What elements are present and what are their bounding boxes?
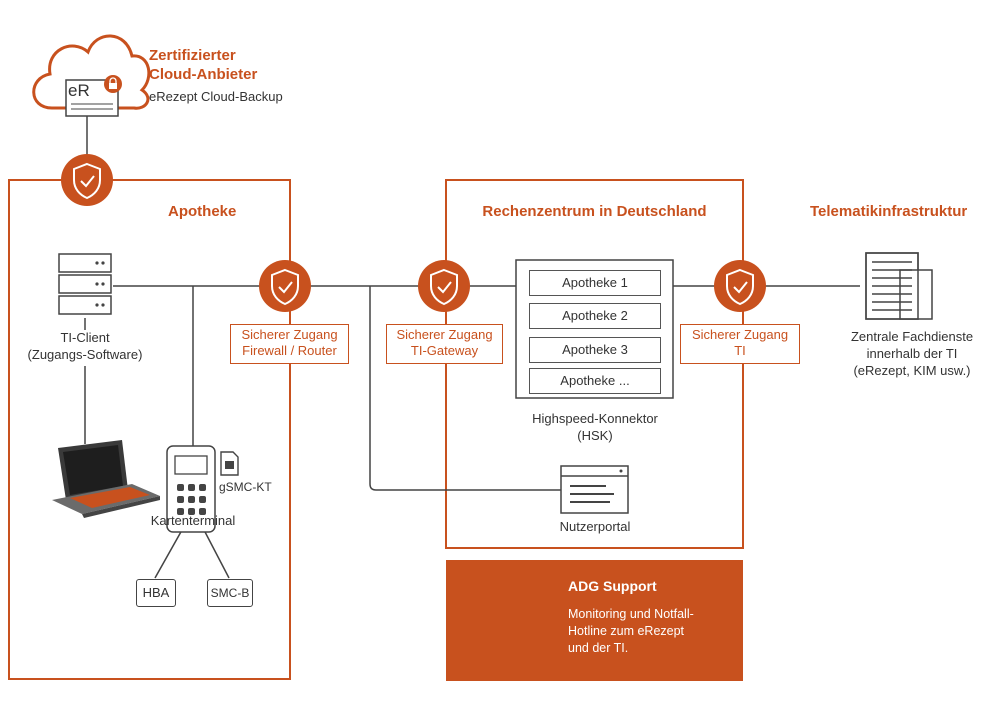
shield-icon-ti — [714, 260, 766, 312]
building-icon — [865, 252, 933, 320]
telematik-desc-line1: Zentrale Fachdienste — [850, 329, 974, 344]
gateway-label-box: Sicherer Zugang TI-Gateway — [386, 324, 503, 364]
hsk-line1: Highspeed-Konnektor — [532, 411, 658, 426]
firewall-line1: Sicherer Zugang — [241, 327, 338, 342]
cloud-provider-title: Zertifizierter Cloud-Anbieter — [149, 46, 257, 84]
rechenzentrum-box — [445, 179, 744, 549]
kartenterminal-label: Kartenterminal — [150, 513, 236, 528]
hsk-item-apotheke-3: Apotheke 3 — [529, 337, 661, 363]
nutzerportal-label: Nutzerportal — [559, 519, 631, 534]
hsk-item-apotheke-2: Apotheke 2 — [529, 303, 661, 329]
apotheke-title: Apotheke — [168, 203, 237, 220]
telematik-desc-line2: innerhalb der TI — [866, 346, 958, 361]
support-text-line1: Monitoring und Notfall- — [568, 607, 694, 621]
gateway-line1: Sicherer Zugang — [396, 327, 493, 342]
hba-box: HBA — [136, 579, 176, 607]
cloud-title-line2: Cloud-Anbieter — [149, 66, 258, 83]
ti-client-line1: TI-Client — [60, 330, 110, 345]
gsmc-kt-label: gSMC-KT — [219, 480, 272, 494]
telematik-title: Telematikinfrastruktur — [810, 203, 968, 220]
ti-access-line2: TI — [734, 343, 746, 358]
cloud-title-line1: Zertifizierter — [149, 47, 236, 64]
ti-client-label: TI-Client (Zugangs-Software) — [14, 329, 156, 363]
support-text-line2: Hotline zum eRezept — [568, 624, 685, 638]
server-icon — [58, 253, 112, 315]
ti-access-line1: Sicherer Zugang — [691, 327, 789, 342]
gateway-line2: TI-Gateway — [410, 343, 479, 358]
telematik-desc-line3: (eRezept, KIM usw.) — [853, 363, 971, 378]
erezept-logo-text: eR — [68, 81, 90, 100]
firewall-line2: Firewall / Router — [242, 343, 337, 358]
support-text-line3: und der TI. — [568, 641, 629, 655]
hsk-label: Highspeed-Konnektor (HSK) — [500, 410, 690, 444]
apotheke-box — [8, 179, 291, 680]
firewall-label-box: Sicherer Zugang Firewall / Router — [230, 324, 349, 364]
card-terminal-icon — [166, 445, 216, 533]
smc-b-box: SMC-B — [207, 579, 253, 607]
cloud-icon — [32, 34, 151, 110]
pos-terminal-icon — [52, 440, 160, 518]
cloud-subtitle: eRezept Cloud-Backup — [149, 89, 283, 104]
telematik-description: Zentrale Fachdienste innerhalb der TI (e… — [824, 328, 1000, 379]
support-title: ADG Support — [568, 578, 657, 594]
ti-client-line2: (Zugangs-Software) — [27, 347, 143, 362]
shield-icon-firewall — [259, 260, 311, 312]
shield-icon-cloud — [61, 154, 113, 206]
hsk-item-apotheke-more: Apotheke ... — [529, 368, 661, 394]
rechenzentrum-title: Rechenzentrum in Deutschland — [482, 203, 707, 220]
hsk-item-apotheke-1: Apotheke 1 — [529, 270, 661, 296]
shield-icon-gateway — [418, 260, 470, 312]
sim-card-icon — [220, 451, 239, 476]
adg-support-panel: ADG Support Monitoring und Notfall- Hotl… — [446, 560, 743, 681]
support-text: Monitoring und Notfall- Hotline zum eRez… — [568, 606, 738, 657]
ti-access-label-box: Sicherer Zugang TI — [680, 324, 800, 364]
portal-window-icon — [560, 465, 629, 514]
hsk-line2: (HSK) — [577, 428, 613, 443]
